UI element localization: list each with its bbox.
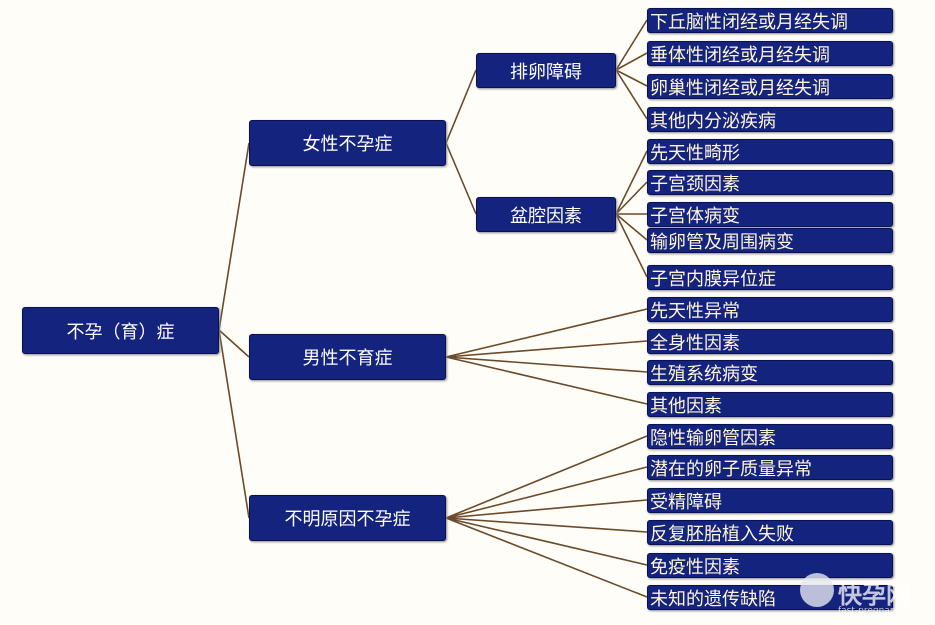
connector-line	[615, 69, 648, 87]
footprint-logo-icon	[800, 573, 834, 607]
connector-line	[445, 517, 648, 533]
leaf-node: 潜在的卵子质量异常	[647, 455, 893, 480]
leaf-node: 其他内分泌疾病	[647, 107, 893, 132]
leaf-node: 子宫体病变	[647, 202, 893, 227]
connector-line	[218, 329, 250, 358]
node-male-infertility: 男性不育症	[249, 334, 446, 380]
connector-line	[615, 213, 648, 241]
leaf-node: 其他因素	[647, 392, 893, 417]
leaf-node: 先天性畸形	[647, 139, 893, 164]
connector-line	[615, 52, 648, 71]
leaf-node: 垂体性闭经或月经失调	[647, 41, 893, 66]
node-ovulation-disorder: 排卵障碍	[476, 53, 616, 88]
leaf-node: 免疫性因素	[647, 553, 893, 578]
connector-line	[615, 150, 648, 215]
connector-line	[615, 69, 648, 120]
connector-line	[445, 356, 648, 405]
watermark-name: 快孕网	[838, 581, 910, 609]
leaf-node: 受精障碍	[647, 488, 893, 513]
watermark-url: fast-pregnancy.com	[838, 606, 927, 616]
connector-line	[445, 356, 648, 373]
connector-line	[218, 329, 250, 519]
leaf-node: 卵巢性闭经或月经失调	[647, 74, 893, 99]
connector-line	[445, 69, 477, 144]
leaf-node: 生殖系统病变	[647, 360, 893, 385]
leaf-node: 全身性因素	[647, 329, 893, 354]
connector-line	[615, 19, 648, 71]
leaf-node: 输卵管及周围病变	[647, 228, 893, 253]
connector-line	[615, 181, 648, 215]
leaf-node: 先天性异常	[647, 297, 893, 322]
connector-line	[615, 213, 648, 278]
connector-line	[445, 435, 648, 519]
leaf-node: 隐性输卵管因素	[647, 424, 893, 449]
connector-line	[445, 466, 648, 519]
connector-line	[445, 142, 477, 215]
leaf-node: 下丘脑性闭经或月经失调	[647, 8, 893, 33]
connector-line	[445, 308, 648, 358]
connector-line	[445, 499, 648, 519]
node-female-infertility: 女性不孕症	[249, 120, 446, 166]
leaf-node: 子宫内膜异位症	[647, 265, 893, 290]
leaf-node: 子宫颈因素	[647, 170, 893, 195]
connector-line	[445, 517, 648, 566]
node-unexplained-infertility: 不明原因不孕症	[249, 495, 446, 541]
leaf-node: 未知的遗传缺陷	[647, 585, 893, 610]
node-pelvic-factors: 盆腔因素	[476, 197, 616, 232]
connector-line	[445, 517, 648, 598]
connector-line	[445, 340, 648, 358]
connector-line	[218, 142, 250, 331]
root-node: 不孕（育）症	[22, 307, 219, 354]
leaf-node: 反复胚胎植入失败	[647, 520, 893, 545]
